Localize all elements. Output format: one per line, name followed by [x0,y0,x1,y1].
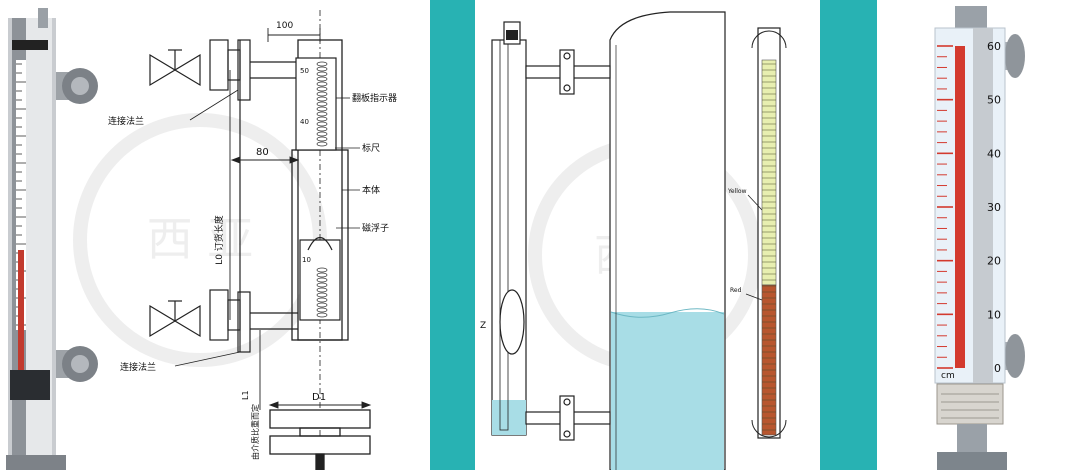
indicator-flap [316,116,328,122]
label-flange-bottom: 连接法兰 [120,361,156,373]
middle-drawing: 西 亚 Z [430,0,877,470]
leaders [174,89,360,367]
indicator-flap [316,91,328,97]
indicator-flap [316,297,328,303]
indicator-flap [316,101,328,107]
scale-top-label: 50 [300,67,309,75]
indicator-flap [316,76,328,82]
dim-d1-label: D1 [312,392,326,403]
indicator-flap [316,292,328,298]
right-drawing: 60 50 40 30 20 10 0 cm [934,6,1025,470]
indicator-flap [316,267,328,273]
indicator-flap [316,66,328,72]
nameplate-lines [941,393,999,419]
label-body: 本体 [362,184,380,196]
scale-tick-label: 40 [987,147,1001,160]
indicator-flap [316,307,328,313]
valve-bottom [149,289,251,353]
scale-strip [934,27,1006,384]
tank [609,11,726,470]
nozzle-top [525,49,611,95]
gauge-column: Z [480,21,527,436]
scale-mid-label: 40 [300,118,309,126]
indicator-flap [316,277,328,283]
float-window [299,236,341,321]
pipes [239,40,298,352]
indicator-flap [316,131,328,137]
color-leaders [745,194,763,301]
valve-top [149,39,251,101]
l0-label: L0 订货长度 [213,215,225,265]
nameplate [936,383,1004,425]
left-panel: 西 亚 [0,0,430,470]
indicator-flap [316,272,328,278]
magnetic-gauge [751,27,787,439]
indicator-flap [316,81,328,87]
l1-text: 由介质比重而定 [250,404,260,460]
left-drawing: 西 亚 [6,8,397,470]
middle-panel: 西 亚 Z [430,0,877,470]
base-stem [957,424,987,452]
scale-low-label: 10 [302,256,311,264]
indicator-flap [316,86,328,92]
label-scale: 标尺 [362,142,380,154]
scale-tick-label: 50 [987,94,1001,107]
indicator-flap [316,61,328,67]
indicator-flap [316,287,328,293]
top-cap [955,6,987,28]
scale-tick-label: 60 [987,40,1001,53]
right-panel: 60 50 40 30 20 10 0 cm [877,0,1080,470]
watermark-left-text: 西 亚 [147,212,254,266]
indicator-flap [316,302,328,308]
scale-ticks: 60 50 40 30 20 10 0 [937,40,1001,375]
indicator-flap [316,282,328,288]
indicator-flap [316,71,328,77]
indicator-window [295,57,337,151]
dimensions [229,28,372,410]
scale-tick-label: 20 [987,255,1001,268]
unit-label: cm [941,371,955,381]
dim-80-label: 80 [256,147,269,158]
label-flange-top: 连接法兰 [108,115,144,127]
indicator-flap [316,141,328,147]
label-indicator: 翻板指示器 [352,92,397,104]
indicator-flap [316,106,328,112]
dim-100-label: 100 [276,21,293,31]
indicator-flap [316,312,328,318]
metal-tube [973,28,993,383]
bottom-flange [269,409,371,470]
l1-label: L1 [241,390,250,400]
indicator-flap [316,126,328,132]
label-float: 磁浮子 [362,222,389,234]
indicator-flap [316,111,328,117]
label-yellow: Yellow [727,188,747,195]
indicator-flap [316,96,328,102]
indicator-flap [316,121,328,127]
scale-tick-label: 30 [987,201,1001,214]
scale-tick-label: 0 [994,362,1001,375]
nozzle-bottom [525,395,611,441]
label-red: Red [730,287,742,294]
label-z: Z [480,321,486,331]
base-flange [937,452,1007,470]
level-bar [955,46,965,368]
indicator-flap [316,136,328,142]
scale-tick-label: 10 [987,308,1001,321]
gauge-photo-left [6,8,98,470]
